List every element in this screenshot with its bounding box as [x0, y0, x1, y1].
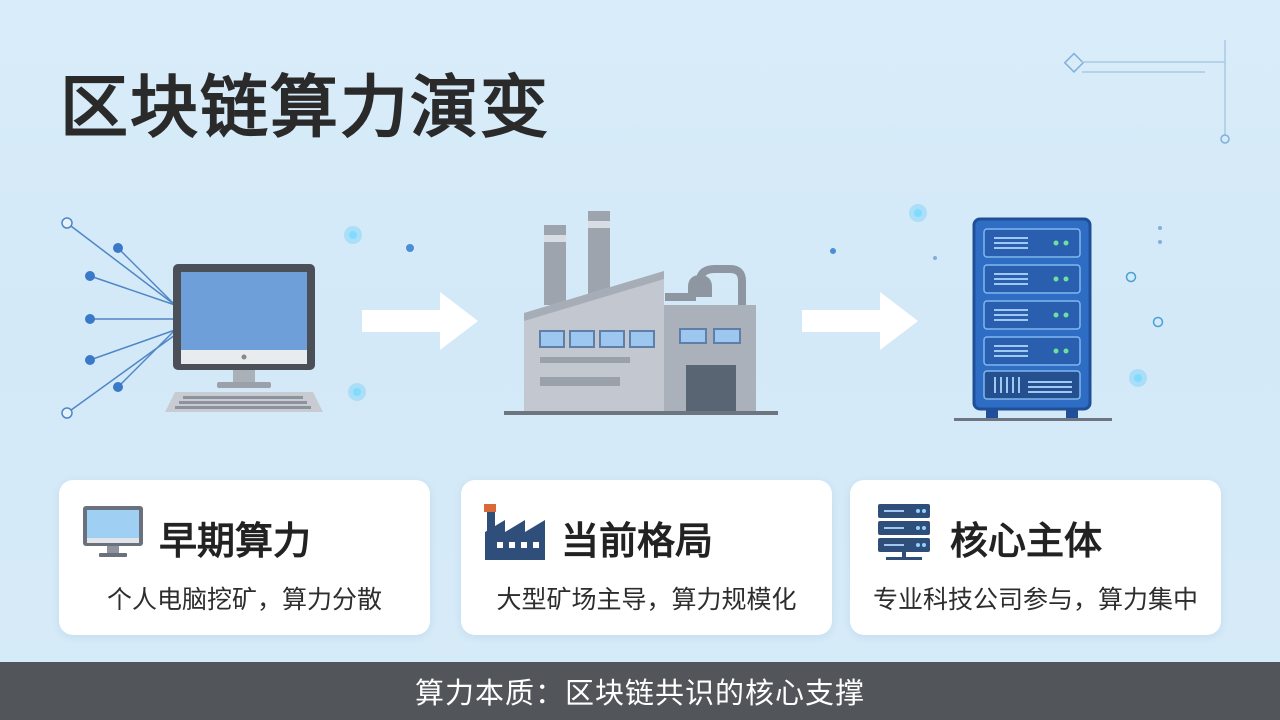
server-icon: [878, 504, 930, 560]
stage-card-core: 核心主体 专业科技公司参与，算力集中: [850, 480, 1221, 635]
stage-title: 早期算力: [159, 519, 312, 563]
factory-icon: [484, 504, 545, 560]
caption-text: 算力本质：区块链共识的核心支撑: [414, 676, 865, 710]
stage-desc: 个人电脑挖矿，算力分散: [106, 585, 382, 614]
computer-icon: [83, 506, 143, 557]
stage-card-current: 当前格局 大型矿场主导，算力规模化: [461, 480, 832, 635]
stage-title: 核心主体: [950, 519, 1103, 563]
arrow-right-icon: [362, 292, 478, 350]
arrow-right-icon: [802, 292, 918, 350]
mining-farm-illustration: [504, 211, 778, 415]
page-title: 区块链算力演变: [60, 69, 551, 148]
early-computer-illustration: [61, 217, 323, 419]
caption-bar: 算力本质：区块链共识的核心支撑: [0, 662, 1280, 720]
stage-desc: 专业科技公司参与，算力集中: [872, 585, 1198, 614]
server-rack-illustration: [954, 217, 1112, 421]
stage-desc: 大型矿场主导，算力规模化: [496, 585, 797, 614]
stage-title: 当前格局: [561, 519, 714, 563]
stage-card-early: 早期算力 个人电脑挖矿，算力分散: [59, 480, 430, 635]
